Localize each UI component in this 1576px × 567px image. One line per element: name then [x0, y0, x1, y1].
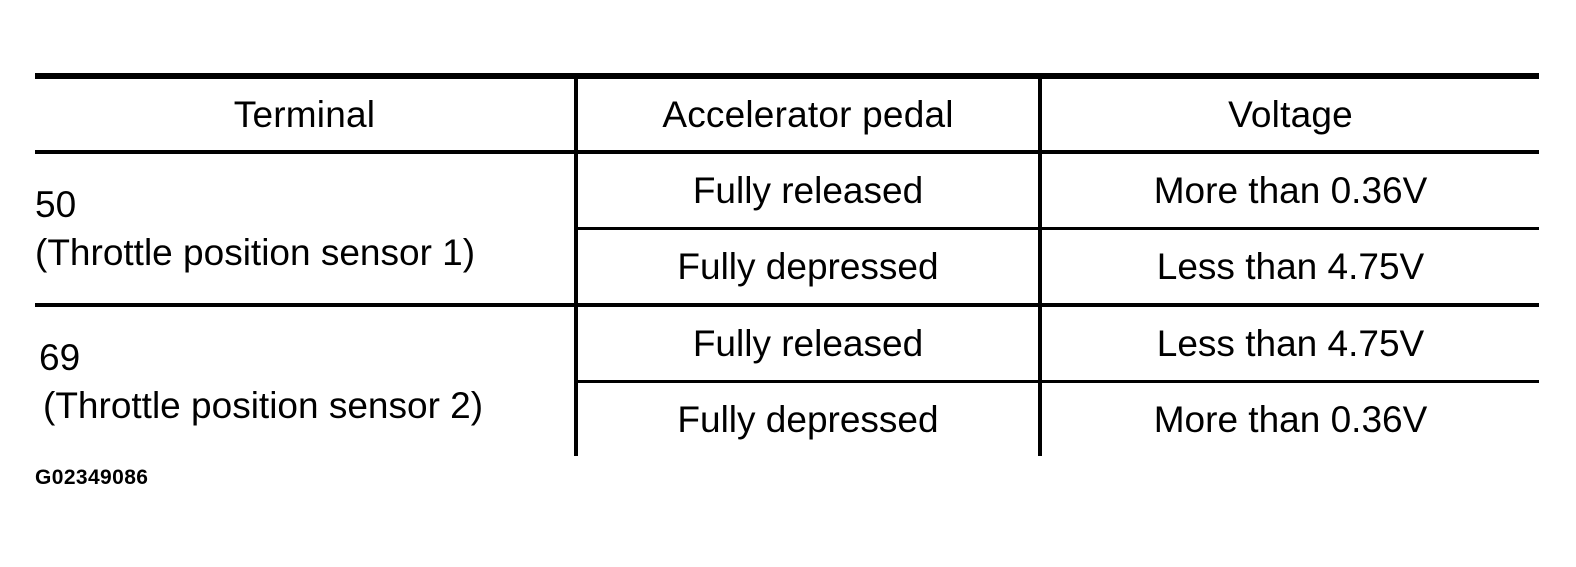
voltage-value-cell: More than 0.36V	[1038, 381, 1539, 456]
pedal-state-cell: Fully depressed	[574, 228, 1040, 305]
column-header-voltage: Voltage	[1038, 73, 1539, 154]
terminal-number: 69	[39, 337, 81, 379]
terminal-cell-50: 50 (Throttle position sensor 1)	[35, 152, 576, 305]
terminal-voltage-table: Terminal Accelerator pedal Voltage 50 (T…	[35, 73, 1539, 456]
pedal-state-cell: Fully released	[574, 152, 1040, 230]
terminal-cell-69: 69 (Throttle position sensor 2)	[35, 303, 576, 456]
terminal-number: 50	[35, 184, 77, 226]
table-row: 69 (Throttle position sensor 2) Fully re…	[35, 303, 1539, 456]
pedal-state-cell: Fully depressed	[574, 381, 1040, 456]
voltage-value-cell: Less than 4.75V	[1038, 228, 1539, 305]
voltage-value-cell: More than 0.36V	[1038, 152, 1539, 230]
column-header-terminal: Terminal	[35, 73, 576, 154]
figure-caption: G02349086	[35, 466, 149, 489]
table-header-row: Terminal Accelerator pedal Voltage	[35, 73, 1539, 154]
terminal-description: (Throttle position sensor 1)	[35, 231, 476, 273]
table-row: Fully depressed More than 0.36V	[35, 381, 1539, 456]
terminal-description: (Throttle position sensor 2)	[43, 384, 484, 426]
table-row: 50 (Throttle position sensor 1) Fully re…	[35, 152, 1539, 305]
pedal-state-cell: Fully released	[574, 303, 1040, 383]
column-header-accelerator-pedal: Accelerator pedal	[574, 73, 1040, 154]
table-row: Fully depressed Less than 4.75V	[35, 228, 1539, 305]
voltage-value-cell: Less than 4.75V	[1038, 303, 1539, 383]
